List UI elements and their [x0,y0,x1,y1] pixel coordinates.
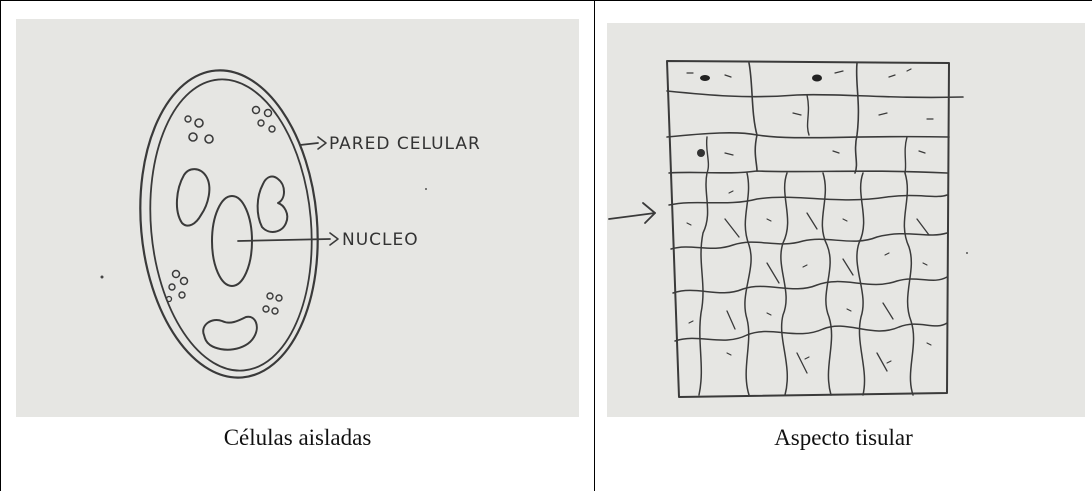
caption-tissue-aspect: Aspecto tisular [595,425,1092,451]
panel-tissue-aspect: Aspecto tisular [595,1,1092,491]
nucleus-label: NUCLEO [342,230,419,250]
tissue-aspect-drawing [607,23,1085,417]
cell-wall-label: PARED CELULAR [329,134,481,154]
caption-isolated-cells: Células aisladas [1,425,594,451]
panel-isolated-cells: PARED CELULAR NUCLEO Células aisladas [1,1,595,491]
isolated-cells-drawing: PARED CELULAR NUCLEO [16,19,579,417]
